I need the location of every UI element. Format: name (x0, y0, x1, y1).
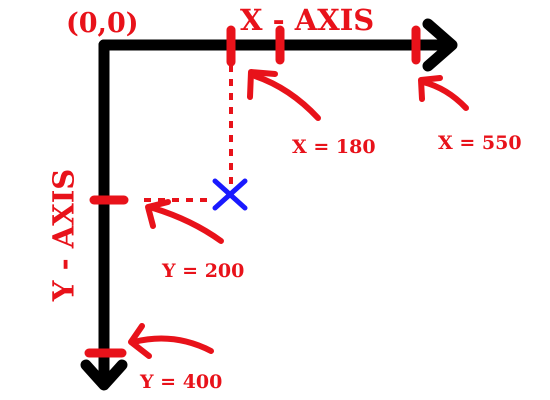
tick-marks (84, 25, 421, 358)
curved-arrow-icon-x550 (418, 75, 469, 111)
guide-lines (144, 65, 233, 202)
x-550-label: X = 550 (438, 132, 522, 154)
y-200-label: Y = 200 (162, 260, 245, 282)
curved-arrow-icon-y400 (128, 323, 214, 359)
y-axis-label: Y - AXIS (46, 168, 81, 302)
origin-label: (0,0) (66, 8, 139, 39)
x-axis-arrowhead (422, 18, 458, 72)
curved-arrow-icon-y200 (145, 199, 224, 244)
curved-arrow-icon-x180 (247, 69, 321, 121)
x-180-label: X = 180 (292, 136, 376, 158)
x-axis-label: X - AXIS (240, 3, 375, 37)
callout-arrows (128, 69, 469, 359)
y-axis-arrowhead (80, 359, 128, 391)
y-400-label: Y = 400 (140, 371, 223, 393)
x-cross-icon (212, 178, 248, 211)
